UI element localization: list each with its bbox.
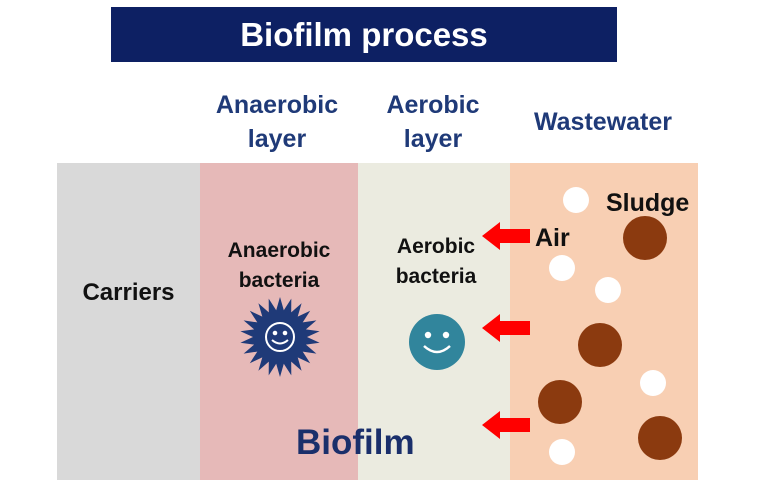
arrow-icon <box>482 314 530 342</box>
sludge-label: Sludge <box>606 189 690 217</box>
anaerobic-layer-header-line2: layer <box>247 125 307 153</box>
page-title-text: Biofilm process <box>240 15 488 53</box>
biofilm-label: Biofilm <box>296 423 415 462</box>
air-bubble-icon <box>595 277 621 303</box>
air-bubble-icon <box>549 255 575 281</box>
sludge-particle-icon <box>538 380 582 424</box>
air-bubble-icon <box>640 370 666 396</box>
arrow-icon <box>482 411 530 439</box>
aerobic-bacteria-label-line1: Aerobic <box>396 235 476 258</box>
aerobic-bacteria-label-line2: bacteria <box>395 265 477 288</box>
anaerobic-layer-header: Anaerobic layer <box>198 88 356 156</box>
arrow-icon <box>482 222 530 250</box>
sludge-particle-icon <box>623 216 667 260</box>
anaerobic-layer-header-line1: Anaerobic <box>215 91 339 119</box>
carriers-band <box>57 163 200 480</box>
air-label: Air <box>535 224 570 252</box>
anaerobic-bacteria-label-line2: bacteria <box>238 269 320 292</box>
air-bubble-icon <box>549 439 575 465</box>
air-bubble-icon <box>563 187 589 213</box>
aerobic-layer-header: Aerobic layer <box>358 88 508 156</box>
anaerobic-bacterium-icon <box>240 297 320 377</box>
sludge-particle-icon <box>578 323 622 367</box>
aerobic-layer-header-line2: layer <box>403 125 463 153</box>
anaerobic-bacteria-label-line1: Anaerobic <box>227 239 331 262</box>
page-title: Biofilm process <box>111 7 617 62</box>
sludge-particle-icon <box>638 416 682 460</box>
anaerobic-bacteria-label: Anaerobic bacteria <box>200 236 358 296</box>
aerobic-bacteria-label: Aerobic bacteria <box>360 232 512 292</box>
wastewater-header: Wastewater <box>510 105 696 139</box>
aerobic-layer-header-line1: Aerobic <box>386 91 480 119</box>
aerobic-bacterium-icon <box>409 314 465 370</box>
wastewater-header-text: Wastewater <box>533 108 672 136</box>
carriers-label: Carriers <box>82 279 175 306</box>
